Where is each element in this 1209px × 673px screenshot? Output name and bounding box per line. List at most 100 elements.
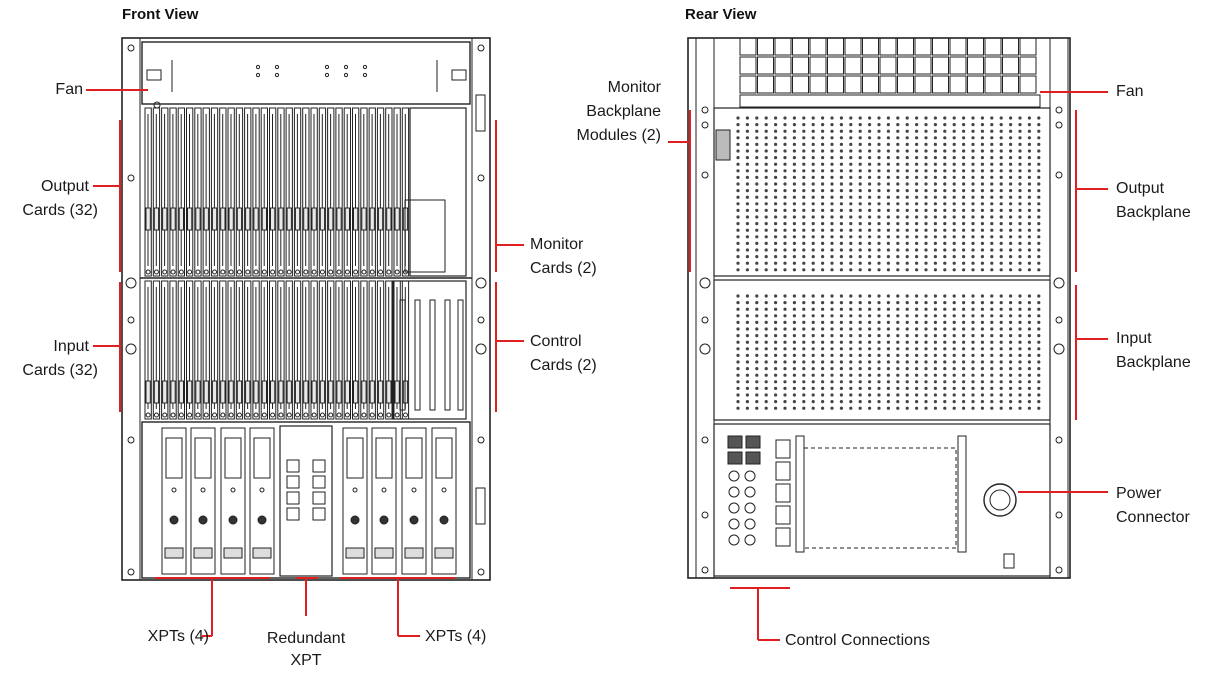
rear-handle-hole-left [699,343,711,355]
output-bnc [896,142,900,146]
fan-led [324,64,330,70]
input-card-tab [261,412,267,418]
output-bnc [764,208,768,212]
output-bnc [933,261,938,265]
input-card [202,280,210,420]
output-bnc [971,261,975,265]
output-bnc [1037,248,1041,252]
output-bnc [999,248,1003,252]
output-bnc [821,156,825,160]
input-bnc [1018,301,1022,305]
output-bnc [858,241,862,245]
output-bnc [896,162,900,166]
input-bnc [905,327,909,331]
input-bnc [783,380,787,384]
output-bnc [783,123,787,127]
input-card-ejector [353,380,359,404]
output-bnc [962,268,966,272]
rear-fan-cell [897,37,914,56]
output-bnc [933,255,938,259]
output-bnc [877,156,881,160]
output-bnc [952,261,956,265]
input-bnc [905,406,909,410]
input-bnc [943,393,947,397]
input-bnc [877,314,881,318]
output-bnc [802,142,806,146]
output-bnc [830,241,834,245]
rear-cover-plate [803,447,957,549]
output-card [360,107,368,277]
db9-connector [775,505,791,525]
input-card-ejector [162,380,168,404]
output-bnc [999,261,1003,265]
rear-fan-cell [792,56,809,75]
output-card-tab [328,269,334,275]
input-bnc [971,400,975,404]
output-bnc [774,261,778,265]
output-bnc [802,189,806,193]
output-bnc [896,129,900,133]
output-bnc [783,129,787,133]
input-bnc [764,380,768,384]
input-card-tab [236,412,242,418]
input-bnc [821,406,825,410]
output-bnc [905,241,909,245]
output-card-tab [178,269,184,275]
input-bnc [811,314,815,318]
output-bnc [1018,123,1022,127]
input-bnc [915,373,919,377]
output-bnc [962,136,966,140]
input-bnc [971,307,975,311]
input-bnc [952,340,956,344]
output-bnc [990,123,994,127]
input-bnc [952,353,956,357]
output-bnc [736,149,740,153]
output-bnc [896,116,900,120]
input-card-ejector [211,380,218,404]
input-bnc [764,406,768,410]
fan-led [343,64,349,70]
output-bnc [1037,235,1041,239]
output-bnc [990,202,994,206]
output-bnc [924,202,928,206]
rear-fan-cell [914,37,932,56]
input-bnc [962,307,966,311]
input-bnc [745,334,750,338]
output-bnc [999,123,1003,127]
input-bnc [943,301,947,305]
bnc-connector [744,470,756,482]
output-bnc [877,182,881,186]
input-bnc [802,301,806,305]
input-card-ejector [261,380,268,404]
input-bnc [933,314,938,318]
output-bnc [990,142,994,146]
output-bnc [915,215,919,219]
output-bnc [736,136,740,140]
output-bnc [1027,208,1031,212]
output-bnc [745,123,750,127]
input-bnc [868,367,872,371]
input-bnc [802,406,806,410]
output-bnc [896,215,900,219]
output-bnc [886,156,891,160]
input-bnc [736,367,740,371]
output-bnc [792,241,797,245]
output-bnc [830,222,834,226]
output-bnc [971,175,975,179]
input-bnc [999,347,1003,351]
output-bnc [764,241,768,245]
output-bnc [943,268,947,272]
output-bnc [858,169,862,173]
input-bnc [802,360,806,364]
output-bnc [952,149,956,153]
output-bnc [1009,248,1013,252]
input-bnc [1027,314,1031,318]
input-bnc [971,406,975,410]
xpt-card-knob [228,515,238,525]
output-bnc [821,175,825,179]
output-card [293,107,302,277]
input-bnc [821,360,825,364]
input-bnc [811,400,815,404]
output-bnc [849,222,853,226]
input-bnc [943,307,947,311]
